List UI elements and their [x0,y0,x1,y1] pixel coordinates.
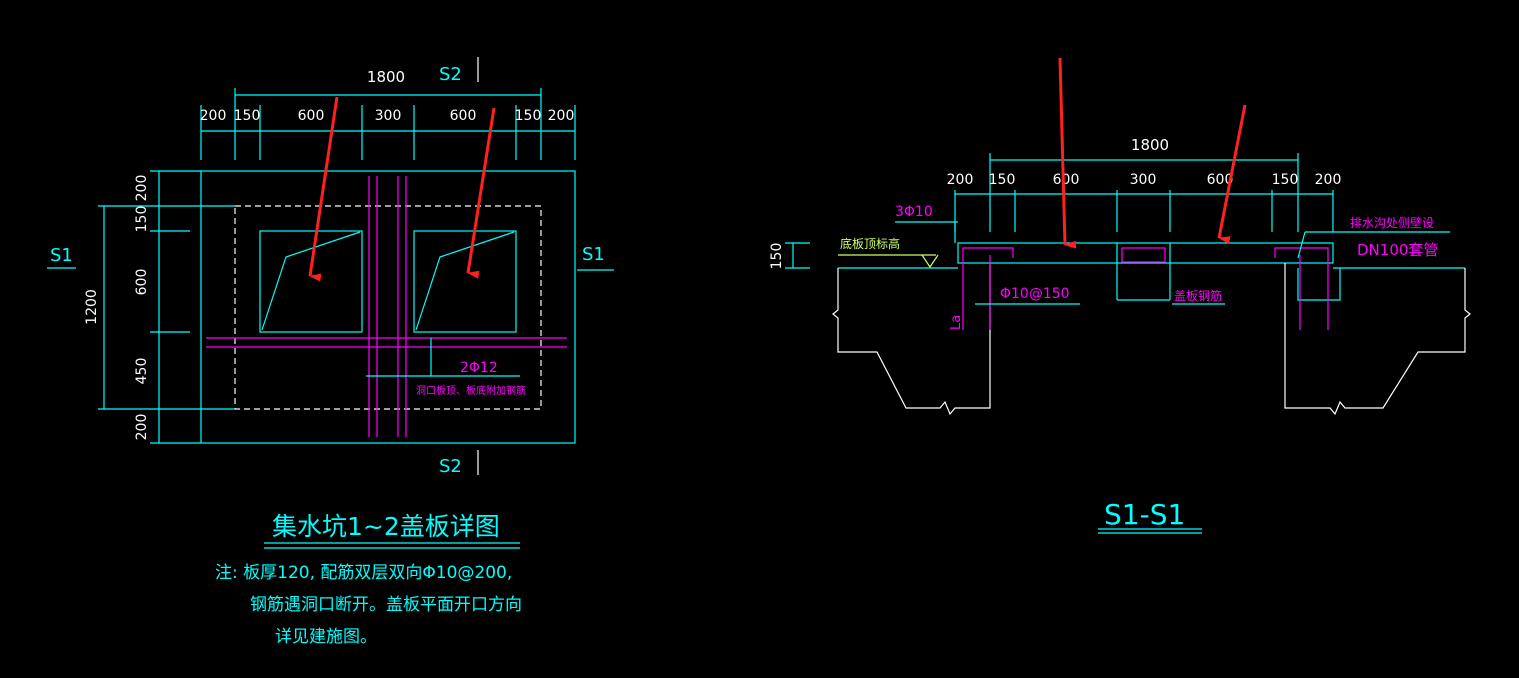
rebar-leader: 2Φ12 洞口板顶、板底附加钢筋 [366,338,526,397]
red-arrow-icon [1058,57,1077,249]
section-dimensions: 1800 200 150 600 300 600 150 200 150 [769,136,1341,269]
opening-left [259,230,363,333]
plan-dim: 300 [375,108,402,124]
section-dim: 600 [1053,172,1080,188]
plan-top-dimensions: 1800 200 150 600 300 600 150 200 [200,68,576,160]
section-mark-s2-top: S2 [439,64,462,85]
top-rebar-label: 3Φ10 [895,204,933,220]
elevation-marker-icon [921,254,939,269]
section-rebars [895,221,1450,330]
plan-dim: 600 [450,108,477,124]
plan-title: 集水坑1~2盖板详图 [272,512,500,541]
section-dim: 150 [1272,172,1299,188]
opening-symbol-left [261,231,361,331]
section-dim: 150 [989,172,1016,188]
plan-dim: 600 [134,269,150,296]
plan-total-width: 1800 [367,68,405,86]
wall-rebar-label: Φ10@150 [1000,286,1070,302]
section-dim: 600 [1207,172,1234,188]
section-thickness-dim: 150 [769,243,785,270]
plan-dim: 200 [200,108,227,124]
section-mark-s2-bottom: S2 [439,456,462,477]
section-mark-s1-right: S1 [582,244,605,265]
elevation-label: 底板顶标高 [840,236,900,251]
cover-rebar-label: 盖板钢筋 [1174,288,1222,303]
plan-note-line-1: 注: 板厚120, 配筋双层双向Φ10@200, [215,563,512,583]
plan-note-line-2: 钢筋遇洞口断开。盖板平面开口方向 [250,595,522,615]
sleeve-note-line-2: DN100套管 [1357,241,1438,259]
rebar-note: 洞口板顶、板底附加钢筋 [416,384,526,397]
plan-dim: 200 [134,175,150,202]
section-total-width: 1800 [1131,136,1169,154]
plan-left-dimensions: 200 150 600 450 200 1200 [84,170,235,444]
red-arrow-icon [308,96,339,282]
red-arrow-icon [1217,104,1247,245]
plan-total-height: 1200 [84,289,100,325]
sleeve-note-line-1: 排水沟处侧壁设 [1350,215,1434,230]
slab-outline [200,170,576,444]
opening-symbol-right [415,231,515,331]
red-arrow-icon [466,107,496,279]
section-marks: S1 S1 S2 S2 [47,57,614,477]
section-title: S1-S1 [1104,498,1185,531]
additional-rebars [206,176,567,437]
plan-dim: 200 [548,108,575,124]
plan-dim: 200 [134,414,150,441]
opening-right [413,230,517,333]
plan-dim: 150 [234,108,261,124]
plan-dim: 150 [134,206,150,233]
rebar-label-2phi12: 2Φ12 [460,360,498,376]
section-dim: 300 [1130,172,1157,188]
section-mark-s1-left: S1 [50,245,73,266]
section-structure [832,242,1471,416]
plan-note-line-3: 详见建施图。 [275,627,377,647]
plan-dim: 600 [298,108,325,124]
section-dim: 200 [947,172,974,188]
anchor-length-label: La [949,315,964,330]
pit-outline-dashed [234,205,542,410]
plan-dim: 450 [134,358,150,385]
section-dim: 200 [1315,172,1342,188]
plan-dim: 150 [515,108,542,124]
section-view: 1800 200 150 600 300 600 150 200 150 [769,57,1471,534]
plan-view: 1800 200 150 600 300 600 150 200 200 150… [47,57,614,647]
